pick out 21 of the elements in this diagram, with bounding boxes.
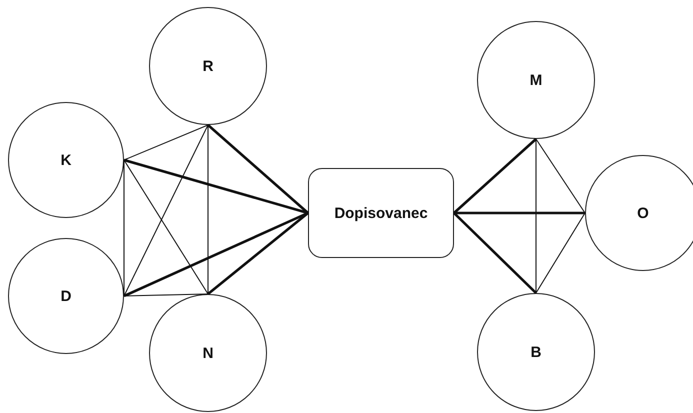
connector-line bbox=[536, 212, 586, 294]
node-label: Dopisovanec bbox=[334, 204, 428, 222]
rounded-box bbox=[308, 168, 454, 258]
connector-line bbox=[536, 138, 586, 214]
node-label: N bbox=[202, 344, 214, 362]
connector-line bbox=[124, 160, 208, 294]
connector-line bbox=[207, 212, 309, 296]
connector-line bbox=[453, 138, 537, 214]
connector-line bbox=[124, 294, 208, 296]
connector-line bbox=[207, 124, 309, 214]
node-label: M bbox=[530, 72, 542, 88]
connector-line bbox=[453, 212, 537, 294]
connector-line bbox=[454, 212, 585, 214]
node-label: B bbox=[530, 344, 542, 360]
node-label: D bbox=[60, 288, 72, 304]
connector-line bbox=[124, 124, 208, 296]
node-label: K bbox=[60, 152, 72, 168]
connector-line bbox=[124, 158, 308, 214]
node-label: O bbox=[637, 204, 649, 222]
node-label: R bbox=[202, 58, 214, 74]
connector-line bbox=[124, 124, 208, 160]
